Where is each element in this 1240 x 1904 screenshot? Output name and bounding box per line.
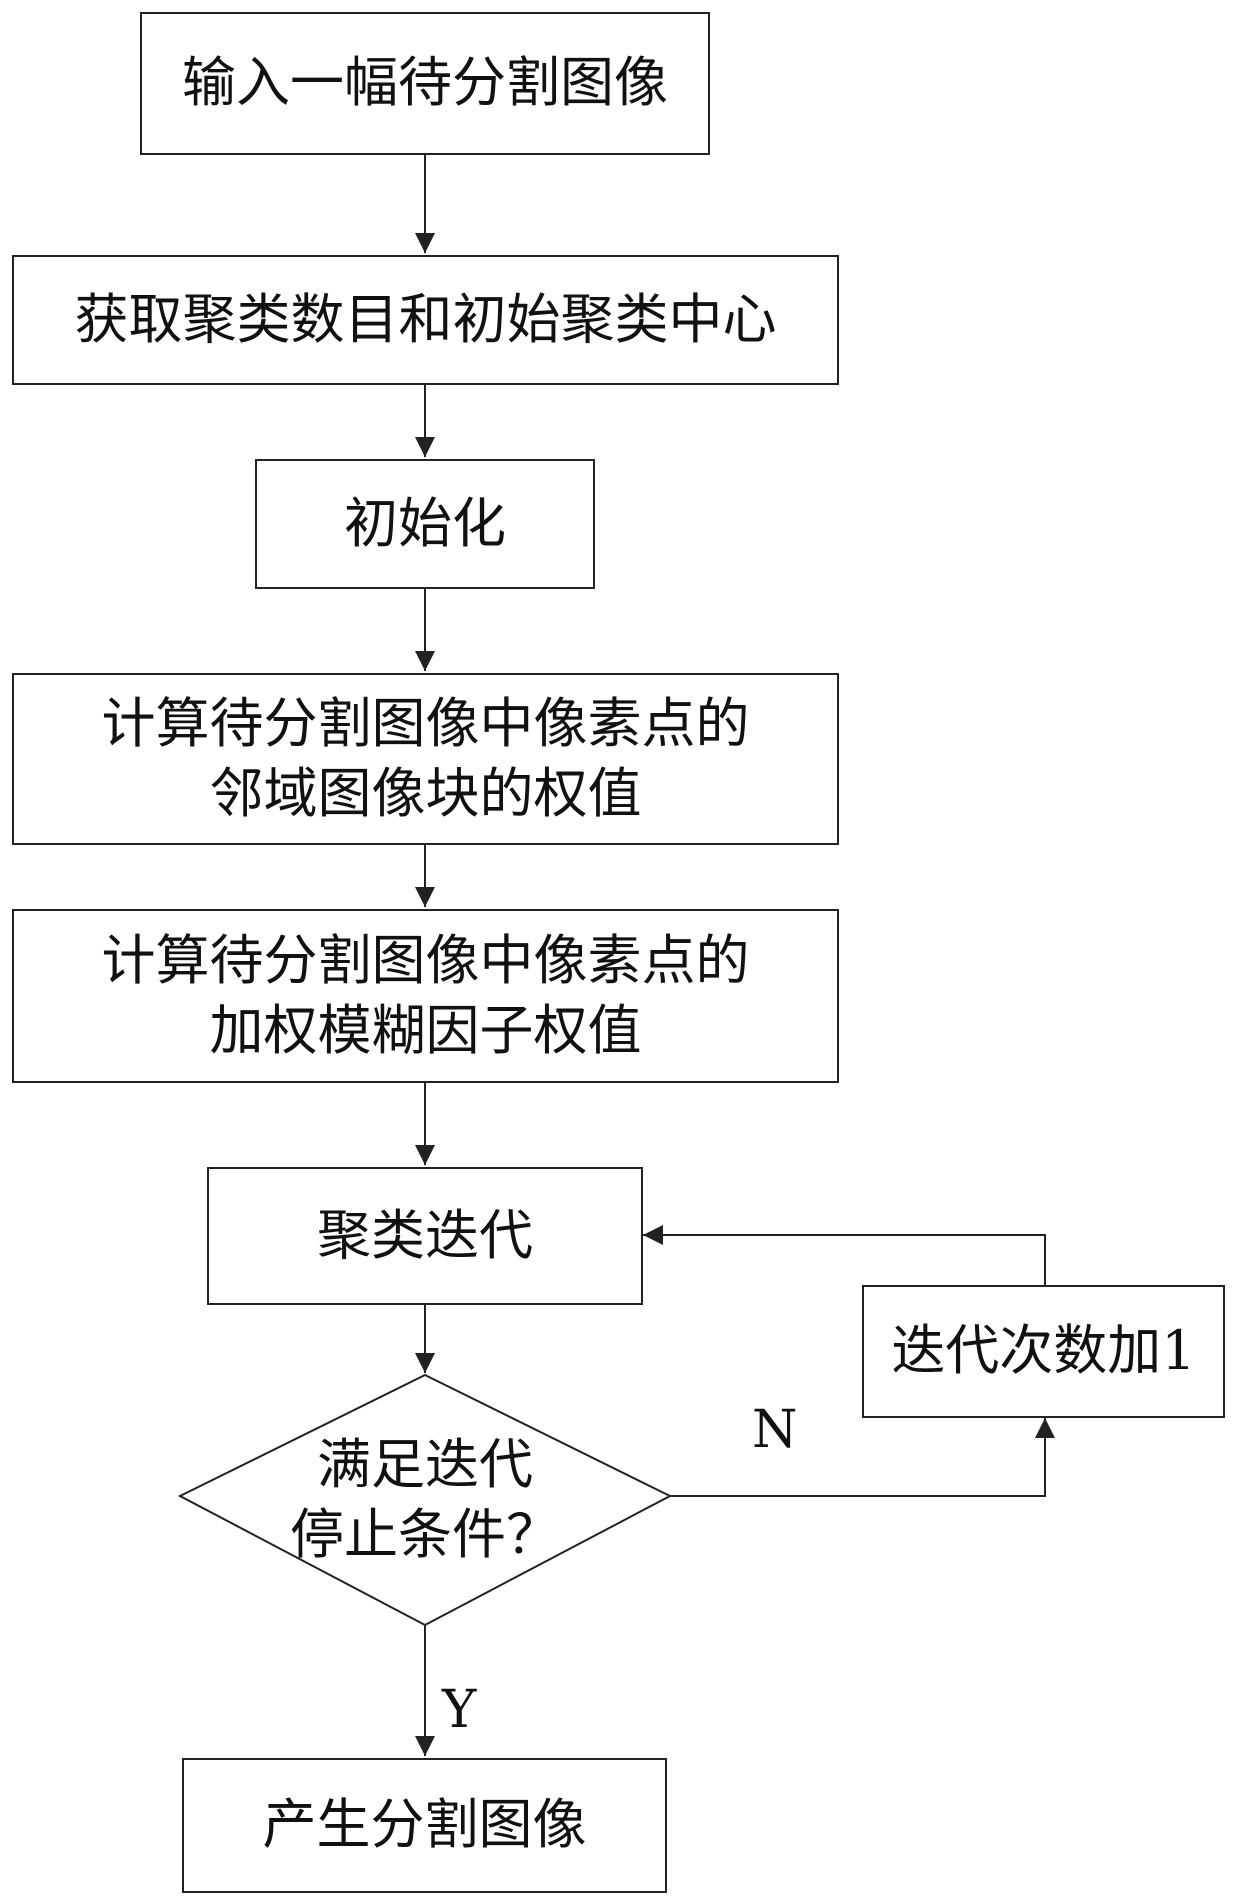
calc-neighborhood-weight-line2: 邻域图像块的权值 <box>209 762 642 825</box>
output-image-text: 产生分割图像 <box>262 1793 587 1857</box>
init-text: 初始化 <box>344 491 506 555</box>
iteration-increment-text: 迭代次数加1 <box>891 1319 1196 1383</box>
calc-fuzzy-weight-line1: 计算待分割图像中像素点的 <box>101 928 750 992</box>
output-image-box: 产生分割图像 <box>182 1758 667 1893</box>
cluster-iteration-text: 聚类迭代 <box>317 1203 533 1267</box>
calc-fuzzy-weight-box: 计算待分割图像中像素点的 加权模糊因子权值 <box>12 909 839 1083</box>
arrow-decision-to-iter-increment <box>670 1418 1055 1497</box>
input-image-box: 输入一幅待分割图像 <box>140 12 710 155</box>
calc-neighborhood-weight-line1: 计算待分割图像中像素点的 <box>101 691 750 755</box>
get-cluster-centers-box: 获取聚类数目和初始聚类中心 <box>12 255 839 385</box>
calc-neighborhood-weight-box: 计算待分割图像中像素点的 邻域图像块的权值 <box>12 673 839 845</box>
get-cluster-centers-text: 获取聚类数目和初始聚类中心 <box>74 287 777 351</box>
decision-diamond <box>177 1373 673 1627</box>
calc-fuzzy-weight-line2: 加权模糊因子权值 <box>209 999 642 1062</box>
cluster-iteration-box: 聚类迭代 <box>207 1167 643 1305</box>
yes-branch-label: Y <box>442 1680 477 1740</box>
iteration-increment-box: 迭代次数加1 <box>862 1285 1225 1418</box>
init-box: 初始化 <box>255 459 595 589</box>
no-branch-label: N <box>752 1400 798 1460</box>
arrow-iter-increment-to-cluster-iter <box>643 1225 1046 1285</box>
input-image-text: 输入一幅待分割图像 <box>182 51 668 115</box>
